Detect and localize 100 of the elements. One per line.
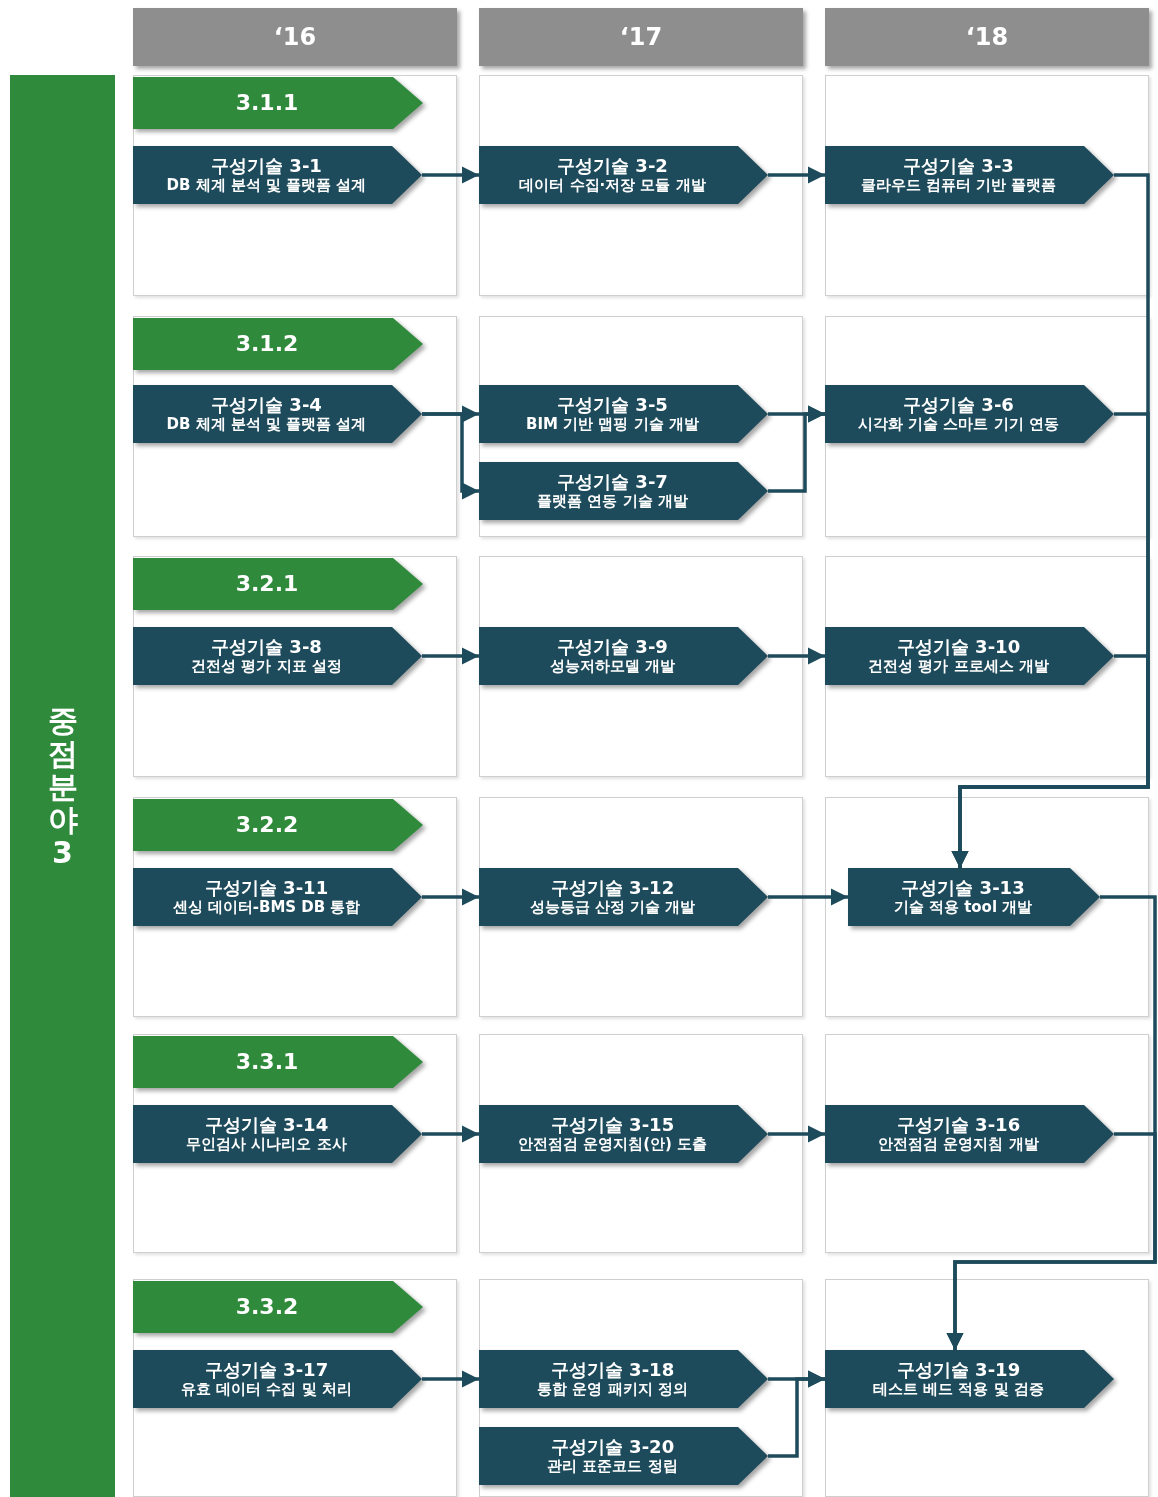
year-label: ‘16 (273, 23, 317, 51)
arrow (768, 166, 825, 184)
step-description: 센싱 데이터-BMS DB 통합 (172, 898, 361, 917)
grid-panel (133, 75, 457, 296)
step-description: 성능저하모델 개발 (549, 657, 676, 676)
process-step (825, 146, 1114, 204)
arrow (422, 1370, 479, 1388)
step-title: 구성기술 3-10 (896, 636, 1021, 658)
step-title: 구성기술 3-4 (211, 394, 322, 416)
step-title: 구성기술 3-18 (550, 1359, 675, 1381)
step-description: 데이터 수집·저장 모듈 개발 (519, 176, 706, 195)
category-label: 중점분야 3 (47, 703, 78, 869)
year-header (479, 8, 803, 66)
step-title: 구성기술 3-16 (896, 1114, 1021, 1136)
grid-panel (825, 797, 1149, 1017)
grid-panel (825, 1034, 1149, 1253)
process-step (825, 385, 1114, 443)
grid-panel (479, 316, 803, 537)
section-number: 3.2.1 (235, 571, 299, 597)
category-bar (10, 75, 115, 1497)
section-number: 3.1.1 (235, 90, 299, 116)
step-title: 구성기술 3-9 (557, 636, 668, 658)
step-description: 클라우드 컴퓨터 기반 플랫폼 (860, 176, 1057, 195)
step-title: 구성기술 3-14 (204, 1114, 329, 1136)
grid-panel (479, 556, 803, 777)
year-label: ‘18 (965, 23, 1009, 51)
section-tab (133, 1036, 423, 1088)
grid-panel (825, 556, 1149, 777)
process-step (133, 1350, 422, 1408)
grid-panel (133, 1034, 457, 1253)
process-step (479, 1350, 768, 1408)
step-title: 구성기술 3-15 (550, 1114, 675, 1136)
process-step (133, 385, 422, 443)
process-step (133, 868, 422, 926)
arrow (768, 647, 825, 665)
process-step (825, 1350, 1114, 1408)
step-description: 관리 표준코드 정립 (547, 1457, 678, 1476)
year-header (133, 8, 457, 66)
step-description: 성능등급 산정 기술 개발 (529, 898, 696, 917)
arrow (768, 1125, 825, 1143)
grid-panel (479, 797, 803, 1017)
step-description: 안전점검 운영지침(안) 도출 (517, 1135, 708, 1154)
arrow (946, 1132, 1157, 1350)
arrow (422, 166, 479, 184)
grid-panel (133, 797, 457, 1017)
step-title: 구성기술 3-12 (550, 877, 675, 899)
section-tab (133, 799, 423, 851)
process-step (133, 627, 422, 685)
section-tab (133, 318, 423, 370)
step-description: BIM 기반 맵핑 기술 개발 (526, 415, 699, 434)
process-step (479, 868, 768, 926)
step-title: 구성기술 3-17 (204, 1359, 329, 1381)
step-title: 구성기술 3-3 (903, 155, 1014, 177)
section-number: 3.1.2 (235, 331, 299, 357)
step-description: DB 체계 분석 및 플랫폼 설계 (166, 176, 367, 195)
step-title: 구성기술 3-1 (211, 155, 322, 177)
step-title: 구성기술 3-6 (903, 394, 1014, 416)
grid-panel (825, 75, 1149, 296)
process-step (479, 385, 768, 443)
process-step (479, 146, 768, 204)
arrow (422, 888, 479, 906)
step-title: 구성기술 3-5 (557, 394, 668, 416)
process-step (479, 1427, 768, 1485)
grid-panel (479, 75, 803, 296)
step-title: 구성기술 3-13 (901, 877, 1025, 899)
year-label: ‘17 (619, 23, 663, 51)
grid-panel (825, 316, 1149, 537)
process-step (825, 1105, 1114, 1163)
process-step (479, 627, 768, 685)
section-tab (133, 1281, 423, 1333)
step-description: 건전성 평가 지표 설정 (191, 657, 342, 676)
arrow (422, 647, 479, 665)
arrow (951, 654, 1150, 868)
step-title: 구성기술 3-2 (557, 155, 668, 177)
section-tab (133, 77, 423, 129)
arrow (768, 1370, 825, 1458)
arrow (768, 888, 848, 906)
process-step (133, 1105, 422, 1163)
step-title: 구성기술 3-11 (204, 877, 329, 899)
step-description: 통합 운영 패키지 정의 (537, 1380, 688, 1399)
step-description: 유효 데이터 수집 및 처리 (181, 1380, 352, 1399)
step-description: 무인검사 시나리오 조사 (186, 1135, 347, 1154)
step-description: 시각화 기술 스마트 기기 연동 (858, 415, 1059, 434)
section-number: 3.2.2 (235, 812, 299, 838)
process-step (848, 868, 1100, 926)
step-title: 구성기술 3-7 (557, 471, 668, 493)
arrow (422, 412, 479, 500)
grid-panel (133, 1279, 457, 1497)
process-step (479, 1105, 768, 1163)
arrow (768, 405, 825, 493)
process-step (133, 146, 422, 204)
section-tab (133, 558, 423, 610)
grid-panel (825, 1279, 1149, 1497)
step-description: 안전점검 운영지침 개발 (878, 1135, 1039, 1154)
arrow (422, 1125, 479, 1143)
step-description: 기술 적용 tool 개발 (893, 898, 1033, 917)
step-title: 구성기술 3-20 (550, 1436, 675, 1458)
year-header (825, 8, 1149, 66)
section-number: 3.3.2 (235, 1294, 299, 1320)
grid-panel (133, 556, 457, 777)
